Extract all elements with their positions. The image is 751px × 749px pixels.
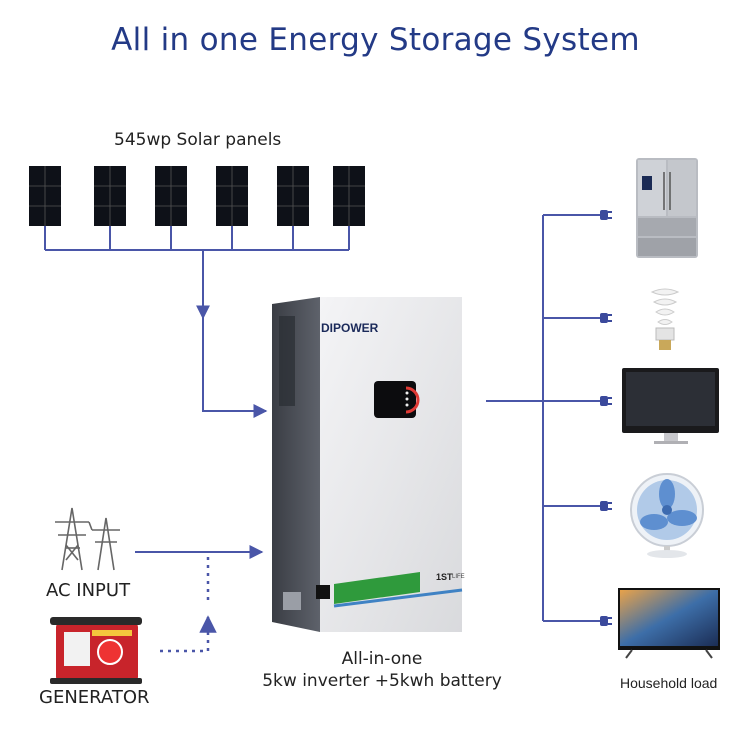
solar-panel-2 [94, 166, 126, 226]
plug-icon [600, 210, 612, 220]
solar-panel-6 [333, 166, 365, 226]
product-caption-line1: All-in-one [341, 649, 423, 669]
household-load-label: Household load [620, 675, 718, 691]
device-brand: DIPOWER [321, 321, 379, 335]
output-lines [486, 214, 604, 622]
qr-code [316, 585, 330, 599]
fan-icon [630, 473, 704, 558]
generator-line [160, 555, 217, 653]
product-caption-line2: 5kw inverter +5kwh battery [262, 671, 502, 691]
ac-input-label: AC INPUT [46, 580, 131, 601]
green-stripe [334, 572, 420, 604]
generator-label: GENERATOR [39, 687, 150, 708]
transmission-tower-icon [55, 507, 120, 571]
generator-icon [50, 617, 142, 684]
plug-icon [600, 396, 612, 406]
solar-panel-1 [29, 166, 61, 226]
solar-panel-5 [277, 166, 309, 226]
tv-icon [618, 588, 720, 659]
solar-panels [29, 166, 365, 226]
diagram-title: All in one Energy Storage System [111, 22, 640, 58]
plug-icon [600, 616, 612, 626]
device-badge: 1ST [436, 572, 453, 582]
refrigerator-icon [636, 158, 698, 258]
solar-connection-lines [44, 226, 350, 418]
solar-panel-4 [216, 166, 248, 226]
plug-icon [600, 501, 612, 511]
all-in-one-device: DIPOWER 1ST LIFE [272, 297, 465, 632]
device-badge-sub: LIFE [452, 574, 465, 580]
light-bulb-icon [650, 288, 680, 350]
monitor-icon [622, 368, 719, 444]
plug-icons [600, 210, 612, 626]
plug-icon [600, 313, 612, 323]
solar-panel-3 [155, 166, 187, 226]
device-display [374, 381, 416, 418]
solar-panels-label: 545wp Solar panels [114, 130, 282, 150]
product-caption: All-in-one 5kw inverter +5kwh battery [232, 648, 532, 692]
